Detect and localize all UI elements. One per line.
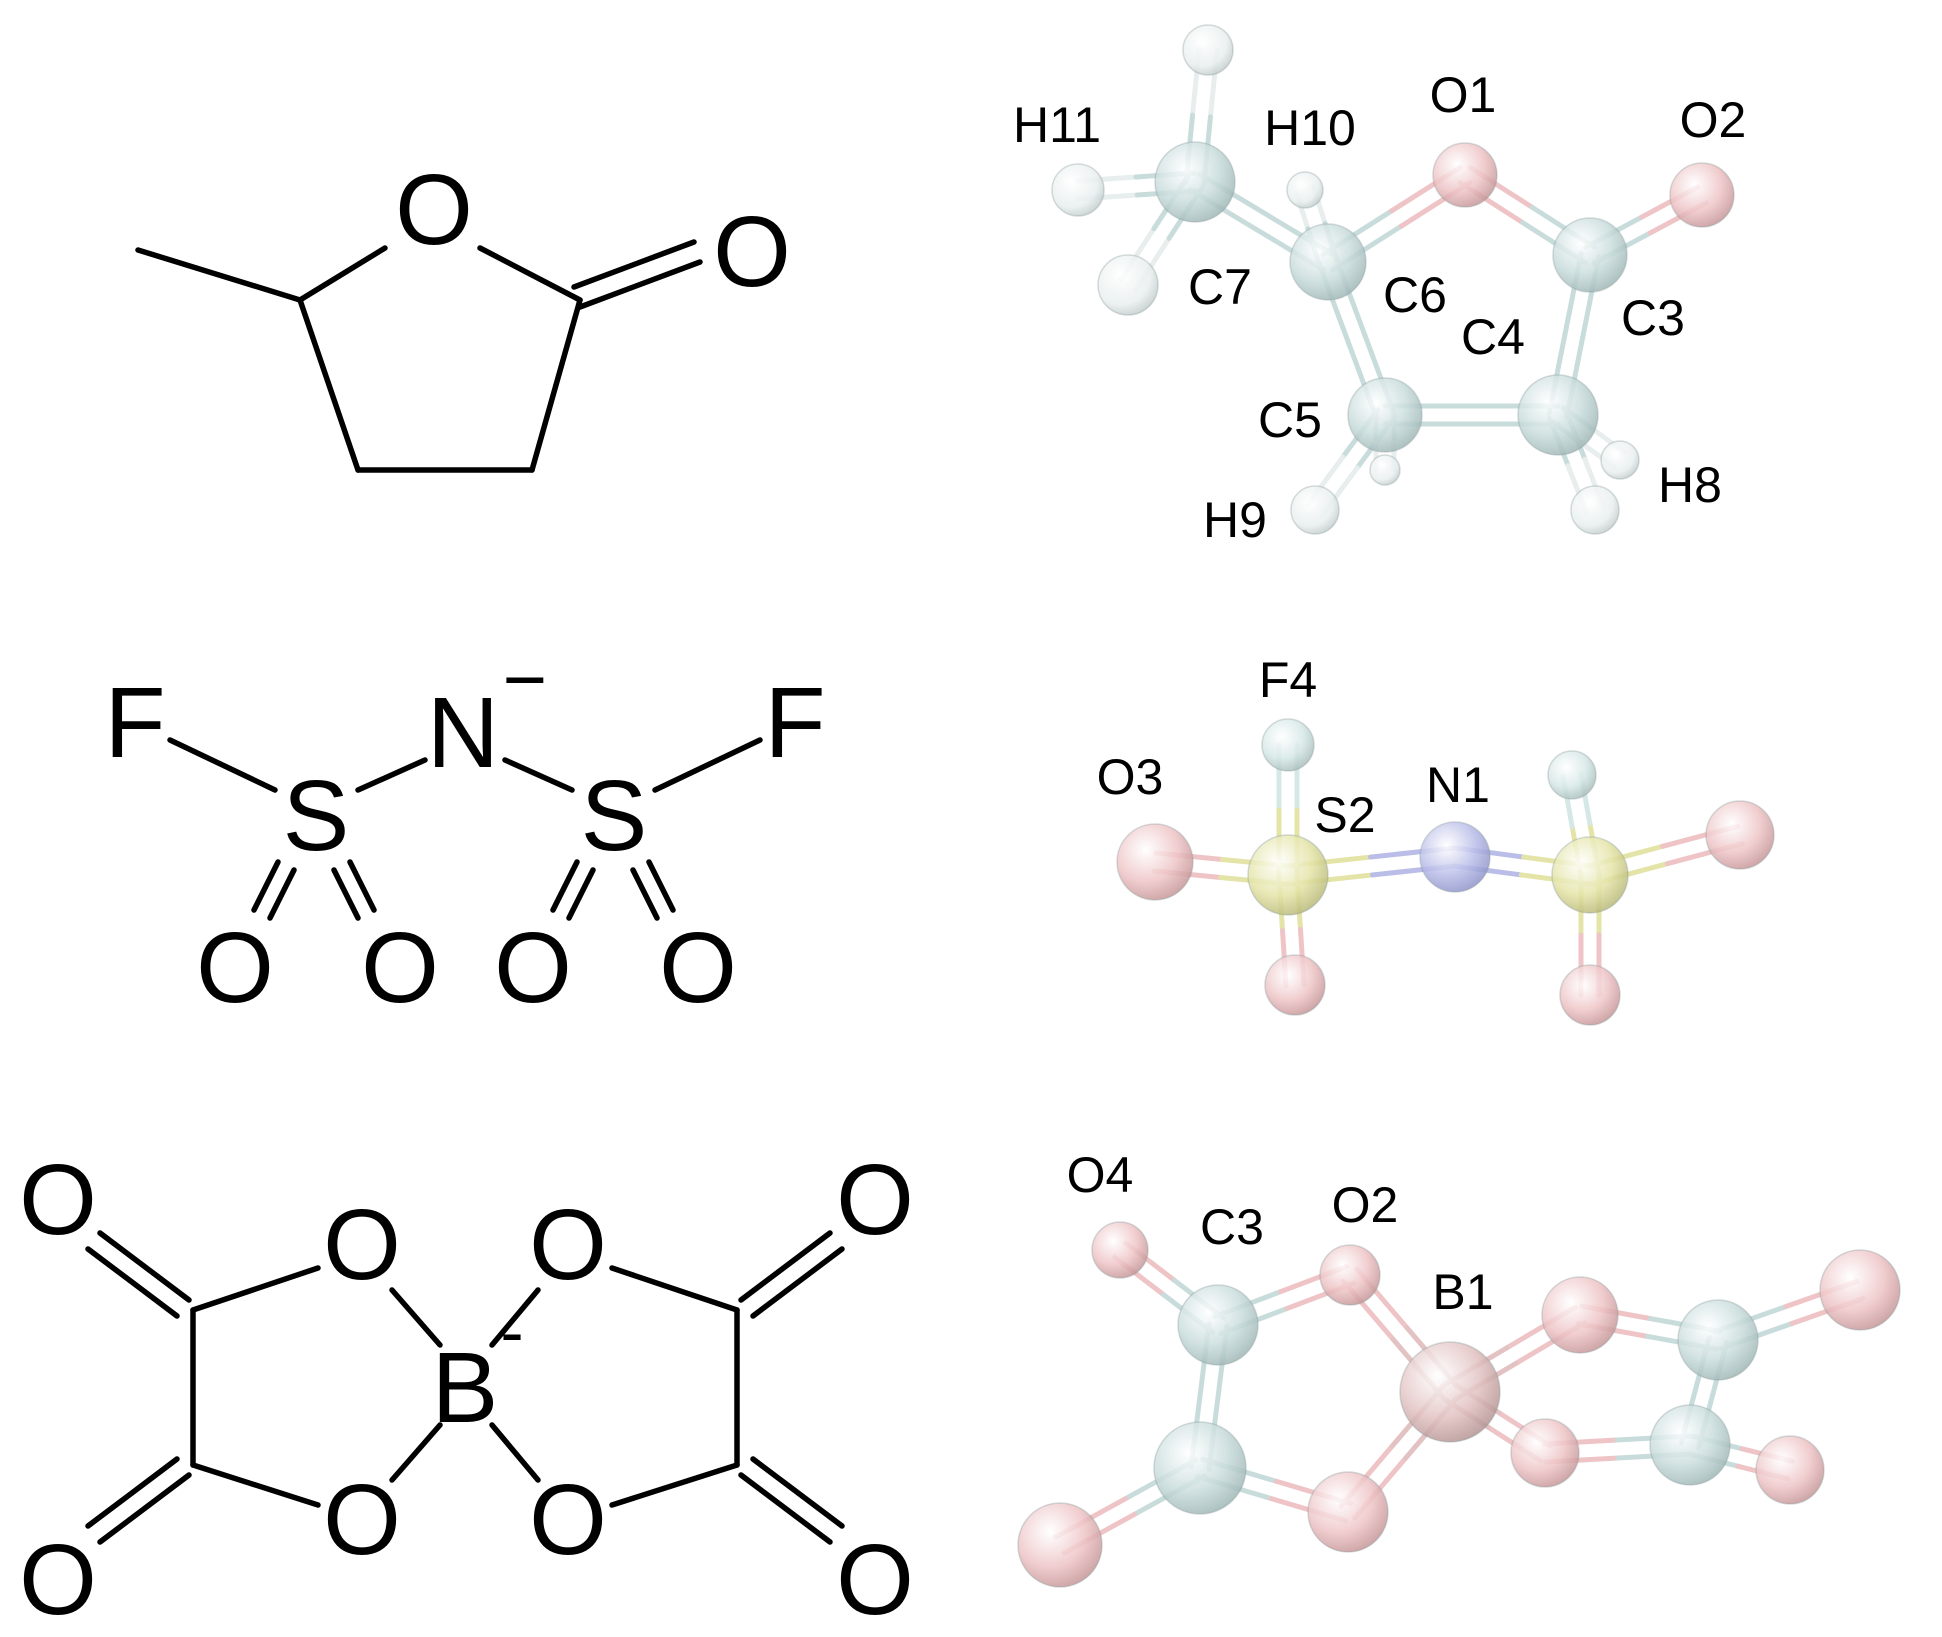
bob-structure: B - O O O O O O O O (19, 1144, 914, 1636)
label-O1: O1 (1430, 67, 1497, 123)
gvl-atom-C5 (1347, 377, 1423, 453)
bob-carbonyl-oxygen-3: O (19, 1524, 97, 1636)
fsi-fluorine-right: F (764, 667, 825, 779)
gvl-atom-H8b (1570, 485, 1620, 535)
gvl-atom-H8 (1600, 440, 1640, 480)
gvl-atom-C6 (1289, 223, 1367, 301)
gvl-atom-H9 (1290, 485, 1340, 535)
gvl-atom-C7 (1154, 141, 1236, 223)
label-S2: S2 (1314, 787, 1375, 843)
gvl-atom-Htop (1182, 24, 1234, 76)
fsi-atom-F4 (1261, 718, 1315, 772)
gvl-atom-H9b (1369, 454, 1401, 486)
fsi-atom-O3 (1116, 823, 1194, 901)
gvl-atom-C4 (1517, 374, 1599, 456)
bob-model-labels: O4 C3 O2 B1 (1067, 1147, 1494, 1320)
fsi-fluorine-left: F (104, 667, 165, 779)
fsi-sulfur-right: S (581, 760, 648, 872)
bob-atom-Or4 (1755, 1435, 1825, 1505)
bob-atom-Or3 (1510, 1418, 1580, 1488)
bob-ring-oxygen-4: O (529, 1464, 607, 1576)
gvl-structure: O O (135, 154, 791, 473)
fsi-oxygen-4: O (659, 912, 737, 1024)
bob-ring-oxygen-3: O (323, 1464, 401, 1576)
label-O3: O3 (1097, 749, 1164, 805)
label-C4: C4 (1461, 309, 1525, 365)
bob-carbonyl-oxygen-2: O (836, 1144, 914, 1256)
bob-carbonyl-oxygen-4: O (836, 1524, 914, 1636)
fsi-sulfur-left: S (283, 760, 350, 872)
fsi-oxygen-1: O (196, 912, 274, 1024)
label-O2-bob: O2 (1332, 1177, 1399, 1233)
gvl-atom-H11 (1051, 163, 1105, 217)
bob-3d-model (1017, 1221, 1901, 1588)
fsi-atom-N1 (1419, 821, 1491, 893)
label-B1: B1 (1432, 1264, 1493, 1320)
bob-ring-oxygen-1: O (323, 1189, 401, 1301)
bob-charge: - (500, 1293, 523, 1371)
bob-atom-Ob (1307, 1471, 1389, 1553)
label-C5: C5 (1258, 392, 1322, 448)
label-C6: C6 (1383, 267, 1447, 323)
bob-atom-Or2 (1819, 1249, 1901, 1331)
gvl-3d-model (1051, 24, 1735, 535)
bob-atom-Cr1 (1677, 1299, 1759, 1381)
fsi-model-labels: F4 O3 S2 N1 (1097, 652, 1490, 843)
label-N1: N1 (1426, 757, 1490, 813)
label-C3-bob: C3 (1200, 1199, 1264, 1255)
fsi-atom-Or (1705, 800, 1775, 870)
bob-atom-O4 (1091, 1221, 1149, 1279)
fsi-atom-Ob2 (1559, 964, 1621, 1026)
gvl-atom-C3 (1552, 217, 1628, 293)
bob-atom-B1 (1399, 1341, 1501, 1443)
label-C3: C3 (1621, 290, 1685, 346)
fsi-structure: F F N − S S O O O O (104, 638, 825, 1025)
bob-atom-Ol (1017, 1502, 1103, 1588)
bob-atom-O2 (1319, 1244, 1381, 1306)
bob-carbonyl-oxygen-1: O (19, 1144, 97, 1256)
fsi-3d-model (1116, 718, 1775, 1026)
fsi-atom-F1 (1547, 750, 1597, 800)
gvl-atom-O1 (1432, 142, 1498, 208)
fsi-charge: − (503, 638, 547, 723)
bob-ring-oxygen-2: O (529, 1189, 607, 1301)
gvl-carbonyl-oxygen: O (713, 196, 791, 308)
label-H11: H11 (1013, 97, 1101, 153)
bob-atom-Cb (1153, 1421, 1247, 1515)
gvl-ring-oxygen: O (395, 154, 473, 266)
label-H10: H10 (1264, 100, 1356, 156)
fsi-oxygen-3: O (494, 912, 572, 1024)
bob-atom-Cr2 (1649, 1404, 1731, 1486)
label-H9: H9 (1203, 492, 1267, 548)
bob-atom-Or1 (1541, 1276, 1619, 1354)
gvl-atom-H10 (1286, 171, 1324, 209)
gvl-atom-O2 (1669, 162, 1735, 228)
label-O2: O2 (1680, 92, 1747, 148)
bob-atom-C3 (1177, 1284, 1259, 1366)
fsi-nitrogen: N (427, 677, 499, 789)
label-O4: O4 (1067, 1147, 1134, 1203)
fsi-atom-S1 (1551, 836, 1629, 914)
label-H8: H8 (1658, 457, 1722, 513)
fsi-atom-Ob1 (1264, 954, 1326, 1016)
gvl-model-labels: H11 H10 O1 O2 C7 C6 C4 C3 C5 H9 H8 (1013, 67, 1746, 548)
label-F4: F4 (1259, 652, 1317, 708)
label-C7: C7 (1188, 259, 1252, 315)
fsi-oxygen-2: O (361, 912, 439, 1024)
fsi-atom-S2 (1247, 834, 1329, 916)
gvl-atom-Hlow (1097, 254, 1159, 316)
bob-boron: B (432, 1332, 499, 1444)
